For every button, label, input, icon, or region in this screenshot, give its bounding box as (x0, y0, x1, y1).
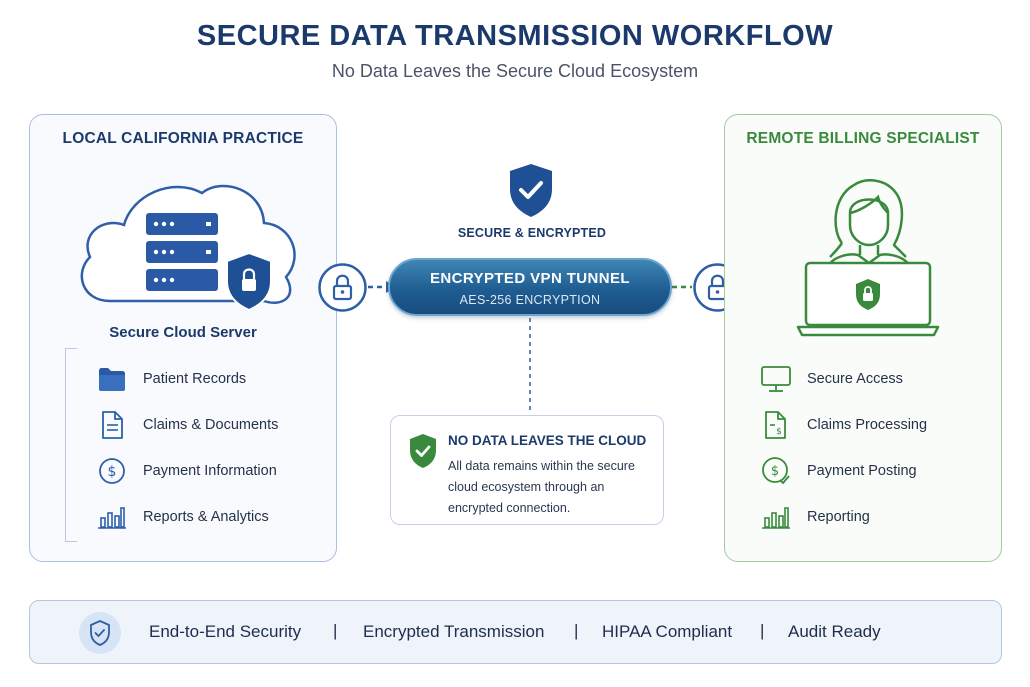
list-item-payment-information: $ Payment Information (95, 456, 277, 486)
lock-icon-left (318, 263, 367, 312)
specialist-laptop-icon (796, 179, 940, 337)
dollar-check-icon: $ (759, 456, 793, 486)
bar-chart-icon (95, 502, 129, 532)
shield-badge (79, 612, 121, 654)
list-item-reporting: Reporting (759, 502, 870, 532)
tunnel-title: ENCRYPTED VPN TUNNEL (430, 270, 630, 287)
list-item-payment-posting: $ Payment Posting (759, 456, 917, 486)
list-item-label: Claims Processing (807, 417, 928, 433)
list-item-label: Payment Information (143, 463, 277, 479)
svg-text:$: $ (771, 464, 779, 479)
no-data-leaves-info-box: NO DATA LEAVES THE CLOUD All data remain… (390, 415, 664, 525)
shield-check-icon (90, 620, 110, 646)
page-title: SECURE DATA TRANSMISSION WORKFLOW (196, 20, 834, 52)
list-item-label: Claims & Documents (143, 417, 279, 433)
encrypted-vpn-tunnel: ENCRYPTED VPN TUNNEL AES-256 ENCRYPTION (388, 258, 672, 316)
remote-billing-panel: REMOTE BILLING SPECIALIST Secure Access … (724, 114, 1002, 562)
list-item-patient-records: Patient Records (95, 364, 246, 394)
list-item-label: Secure Access (807, 371, 903, 387)
local-practice-panel: LOCAL CALIFORNIA PRACTICE Secure Cloud S… (29, 114, 337, 562)
footer-encrypted-transmission: Encrypted Transmission (363, 622, 545, 641)
folder-icon (95, 364, 129, 394)
info-text: All data remains within the secure cloud… (448, 459, 635, 515)
list-item-secure-access: Secure Access (759, 364, 903, 394)
compliance-bar: End-to-End Security | Encrypted Transmis… (29, 600, 1002, 664)
cloud-server-icon (80, 184, 296, 312)
list-item-claims-processing: $ Claims Processing (759, 410, 927, 440)
footer-end-to-end-security: End-to-End Security (149, 622, 302, 641)
shield-check-icon (410, 434, 436, 468)
list-item-label: Reporting (807, 509, 870, 525)
document-icon (95, 410, 129, 440)
monitor-icon (759, 364, 793, 394)
list-item-label: Payment Posting (807, 463, 917, 479)
footer-hipaa-compliant: HIPAA Compliant (602, 622, 733, 641)
footer-separator: | (574, 621, 579, 640)
list-item-label: Patient Records (143, 371, 247, 387)
footer-separator: | (760, 621, 765, 640)
list-item-label: Reports & Analytics (143, 509, 269, 525)
svg-text:$: $ (776, 427, 782, 437)
footer-audit-ready: Audit Ready (788, 622, 881, 641)
footer-separator: | (333, 621, 338, 640)
secure-encrypted-label: SECURE & ENCRYPTED (457, 226, 607, 240)
list-item-claims-documents: Claims & Documents (95, 410, 278, 440)
dollar-icon: $ (95, 456, 129, 486)
remote-billing-title: REMOTE BILLING SPECIALIST (746, 130, 980, 147)
shield-check-icon (510, 164, 552, 217)
bar-chart-icon (759, 502, 793, 532)
document-dollar-icon: $ (759, 410, 793, 440)
svg-text:$: $ (108, 464, 117, 480)
list-item-reports-analytics: Reports & Analytics (95, 502, 269, 532)
secure-cloud-server-label: Secure Cloud Server (109, 324, 257, 341)
list-bracket (65, 348, 77, 542)
tunnel-subtitle: AES-256 ENCRYPTION (459, 293, 601, 307)
page-subtitle: No Data Leaves the Secure Cloud Ecosyste… (331, 61, 699, 81)
local-practice-title: LOCAL CALIFORNIA PRACTICE (62, 130, 304, 147)
info-title: NO DATA LEAVES THE CLOUD (448, 433, 647, 448)
